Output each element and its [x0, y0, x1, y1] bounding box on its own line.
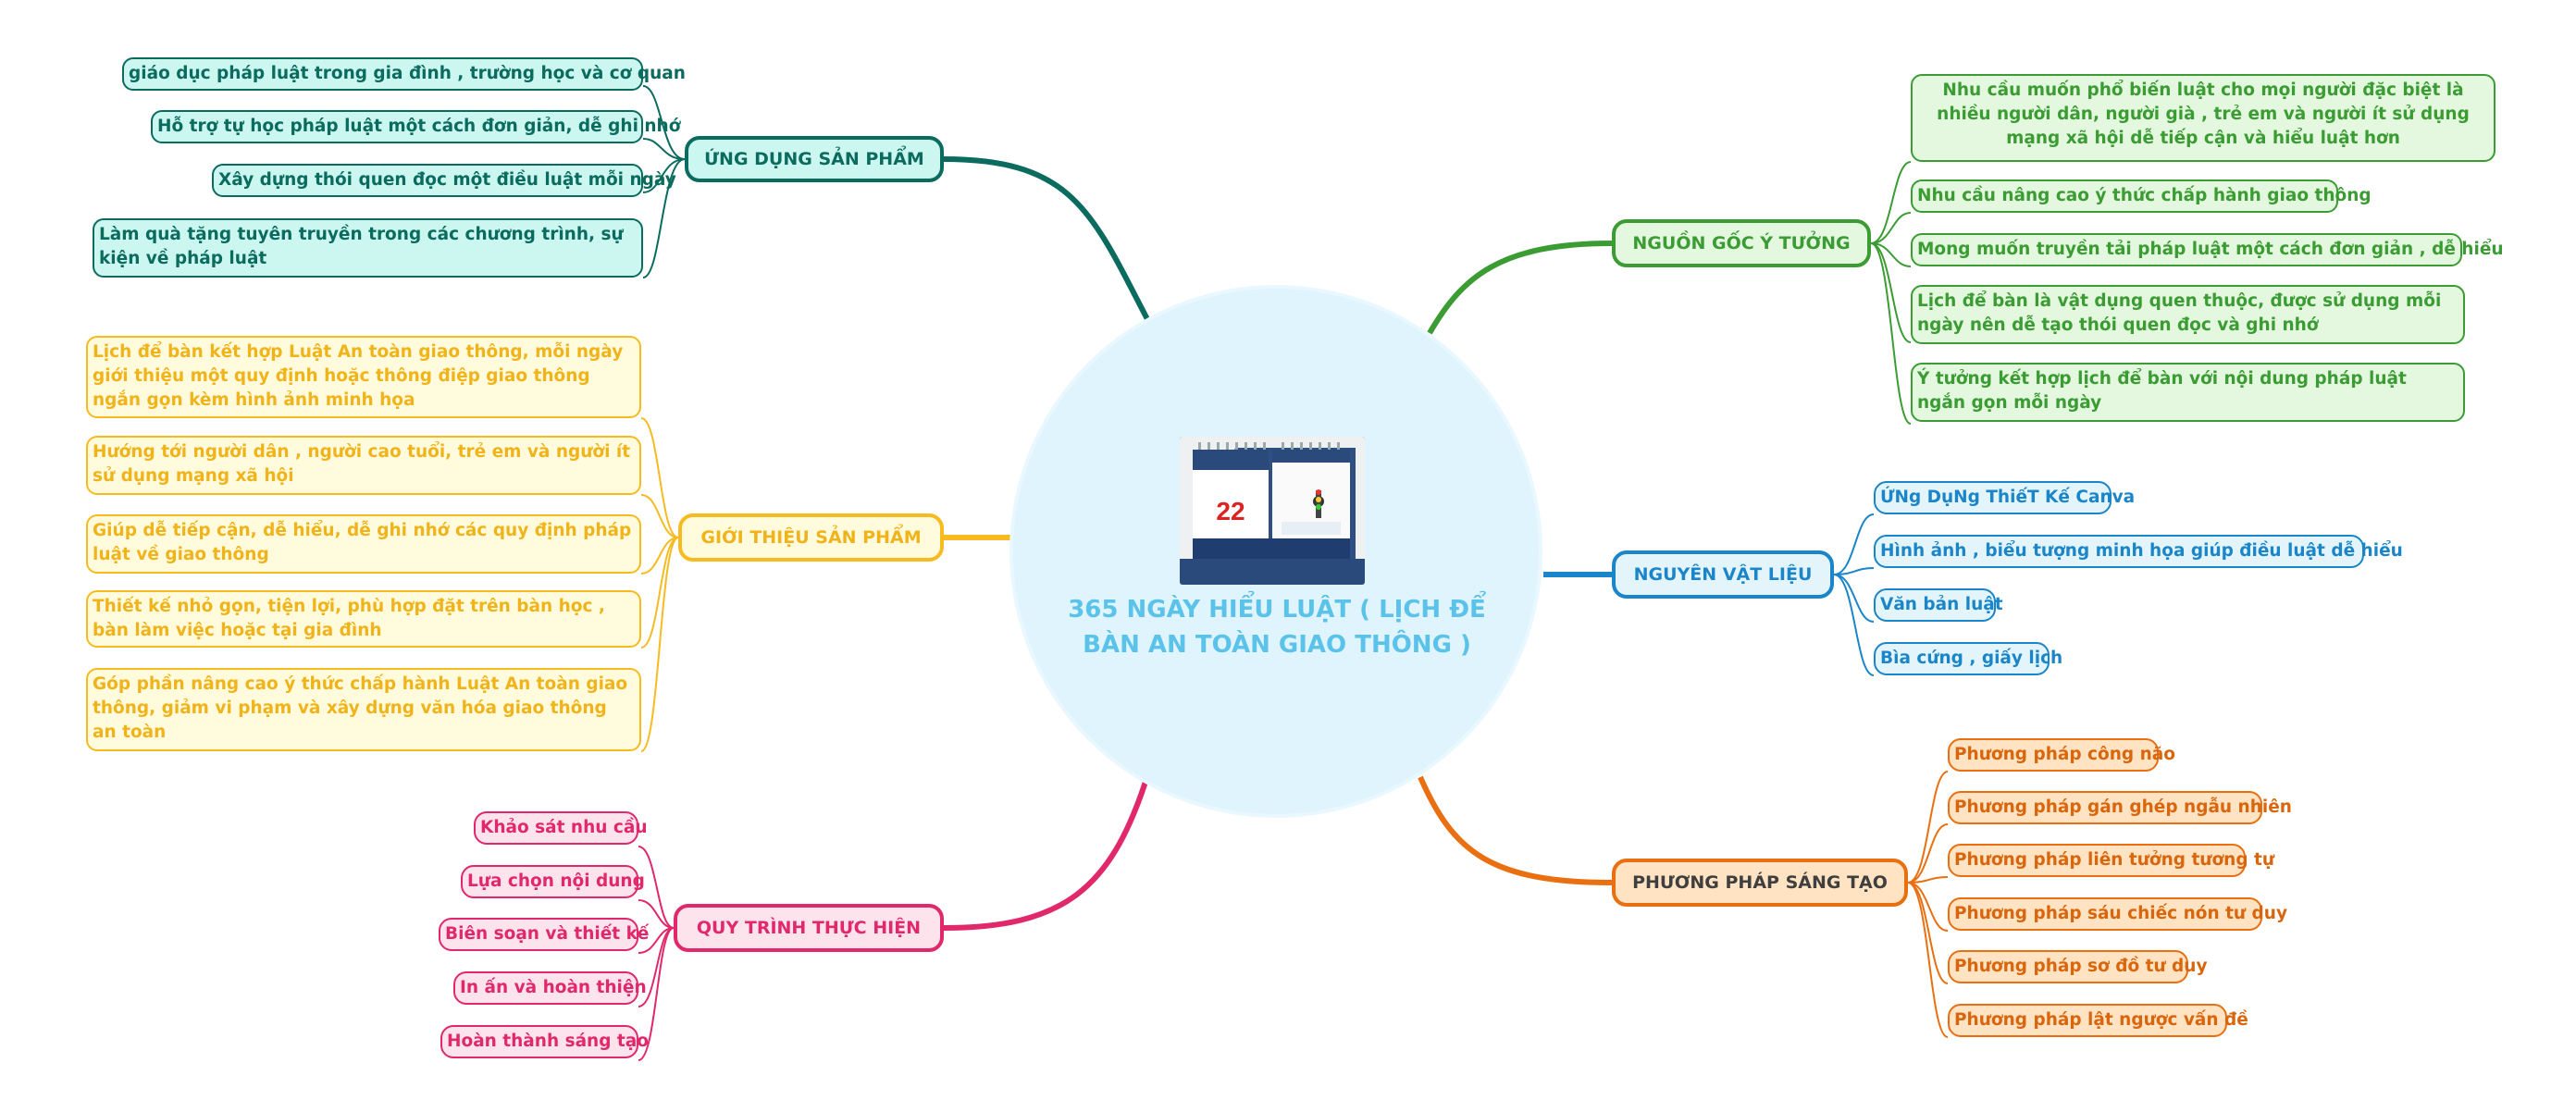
central-title-line-2: BÀN AN TOÀN GIAO THÔNG ) — [1083, 631, 1471, 659]
leaf-nguyen-vat-lieu-1[interactable]: ỨNg DụNg ThiếT Kế Canva — [1874, 481, 2135, 514]
sub-connectors-nguon-goc — [1870, 161, 1912, 425]
branch-nguon-goc-y-tuong[interactable]: NGUỒN GỐC Ý TƯỞNG — [1612, 219, 1871, 267]
central-title-line-1: 365 NGÀY HIỂU LUẬT ( LỊCH ĐỂ — [1068, 596, 1486, 624]
leaf-nguon-goc-3[interactable]: Mong muốn truyền tải pháp luật một cách … — [1911, 233, 2504, 266]
leaf-nguon-goc-1[interactable]: Nhu cầu muốn phổ biến luật cho mọi người… — [1911, 74, 2496, 162]
sub-connectors-gioi-thieu — [640, 417, 679, 752]
leaf-ung-dung-2[interactable]: Hỗ trợ tự học pháp luật một cách đơn giả… — [151, 110, 680, 143]
connector-nguon-goc — [1427, 241, 1613, 335]
leaf-nguyen-vat-lieu-4[interactable]: Bìa cứng , giấy lịch — [1874, 642, 2062, 675]
sub-connectors-ung-dung — [642, 85, 686, 278]
branch-label: QUY TRÌNH THỰC HIỆN — [696, 918, 922, 938]
branch-label: NGUỒN GỐC Ý TƯỞNG — [1632, 233, 1851, 253]
connector-phuong-phap — [1418, 775, 1613, 885]
leaf-nguon-goc-5[interactable]: Ý tưởng kết hợp lịch để bàn với nội dung… — [1911, 363, 2465, 422]
sub-connectors-quy-trinh — [638, 846, 675, 1061]
leaf-gioi-thieu-1[interactable]: Lịch để bàn kết hợp Luật An toàn giao th… — [86, 336, 641, 418]
leaf-gioi-thieu-4[interactable]: Thiết kế nhỏ gọn, tiện lợi, phù hợp đặt … — [86, 590, 641, 648]
leaf-gioi-thieu-2[interactable]: Hướng tới người dân , người cao tuổi, tr… — [86, 436, 641, 495]
calendar-date: 22 — [1216, 497, 1245, 525]
desk-calendar-image: 22 — [1180, 437, 1365, 585]
branch-gioi-thieu-san-pham[interactable]: GIỚI THIỆU SẢN PHẨM — [678, 513, 944, 562]
leaf-quy-trinh-1[interactable]: Khảo sát nhu cầu — [474, 811, 648, 845]
leaf-ung-dung-3[interactable]: Xây dựng thói quen đọc một điều luật mỗi… — [212, 164, 676, 197]
leaf-nguon-goc-4[interactable]: Lịch để bàn là vật dụng quen thuộc, được… — [1911, 285, 2465, 344]
leaf-ung-dung-1[interactable]: giáo dục pháp luật trong gia đình , trườ… — [122, 57, 686, 91]
sub-connectors-phuong-phap — [1907, 771, 1949, 1038]
leaf-phuong-phap-2[interactable]: Phương pháp gán ghép ngẫu nhiên — [1948, 791, 2292, 824]
leaf-quy-trinh-2[interactable]: Lựa chọn nội dung — [461, 865, 645, 898]
central-topic-title: 365 NGÀY HIỂU LUẬT ( LỊCH ĐỂ BÀN AN TOÀN… — [1027, 592, 1527, 662]
leaf-phuong-phap-5[interactable]: Phương pháp sơ đồ tư duy — [1948, 950, 2208, 983]
leaf-nguon-goc-2[interactable]: Nhu cầu nâng cao ý thức chấp hành giao t… — [1911, 179, 2372, 213]
branch-ung-dung-san-pham[interactable]: ỨNG DỤNG SẢN PHẨM — [685, 136, 944, 182]
leaf-quy-trinh-4[interactable]: In ấn và hoàn thiện — [453, 971, 647, 1005]
branch-label: NGUYÊN VẬT LIỆU — [1633, 564, 1813, 585]
branch-label: GIỚI THIỆU SẢN PHẨM — [700, 527, 922, 548]
sub-connectors-nguyen-vat-lieu — [1833, 513, 1875, 676]
leaf-nguyen-vat-lieu-3[interactable]: Văn bản luật — [1874, 588, 2003, 622]
leaf-ung-dung-4[interactable]: Làm quà tặng tuyên truyền trong các chươ… — [93, 218, 643, 278]
connector-ung-dung — [943, 156, 1150, 321]
branch-label: PHƯƠNG PHÁP SÁNG TẠO — [1632, 872, 1888, 893]
branch-phuong-phap-sang-tao[interactable]: PHƯƠNG PHÁP SÁNG TẠO — [1612, 859, 1908, 907]
branch-nguyen-vat-lieu[interactable]: NGUYÊN VẬT LIỆU — [1612, 550, 1834, 599]
leaf-gioi-thieu-5[interactable]: Góp phần nâng cao ý thức chấp hành Luật … — [86, 668, 641, 751]
branch-label: ỨNG DỤNG SẢN PHẨM — [704, 149, 924, 169]
leaf-phuong-phap-3[interactable]: Phương pháp liên tưởng tương tự — [1948, 844, 2274, 877]
leaf-phuong-phap-4[interactable]: Phương pháp sáu chiếc nón tư duy — [1948, 897, 2287, 931]
leaf-quy-trinh-5[interactable]: Hoàn thành sáng tạo — [440, 1025, 649, 1058]
leaf-gioi-thieu-3[interactable]: Giúp dễ tiếp cận, dễ hiểu, dễ ghi nhớ cá… — [86, 514, 641, 574]
connector-quy-trinh — [943, 781, 1148, 931]
leaf-quy-trinh-3[interactable]: Biên soạn và thiết kế — [439, 918, 649, 951]
leaf-nguyen-vat-lieu-2[interactable]: Hình ảnh , biểu tượng minh họa giúp điều… — [1874, 535, 2403, 568]
branch-quy-trinh-thuc-hien[interactable]: QUY TRÌNH THỰC HIỆN — [674, 904, 944, 952]
leaf-phuong-phap-6[interactable]: Phương pháp lật ngược vấn đề — [1948, 1004, 2248, 1037]
leaf-phuong-phap-1[interactable]: Phương pháp công não — [1948, 738, 2175, 772]
